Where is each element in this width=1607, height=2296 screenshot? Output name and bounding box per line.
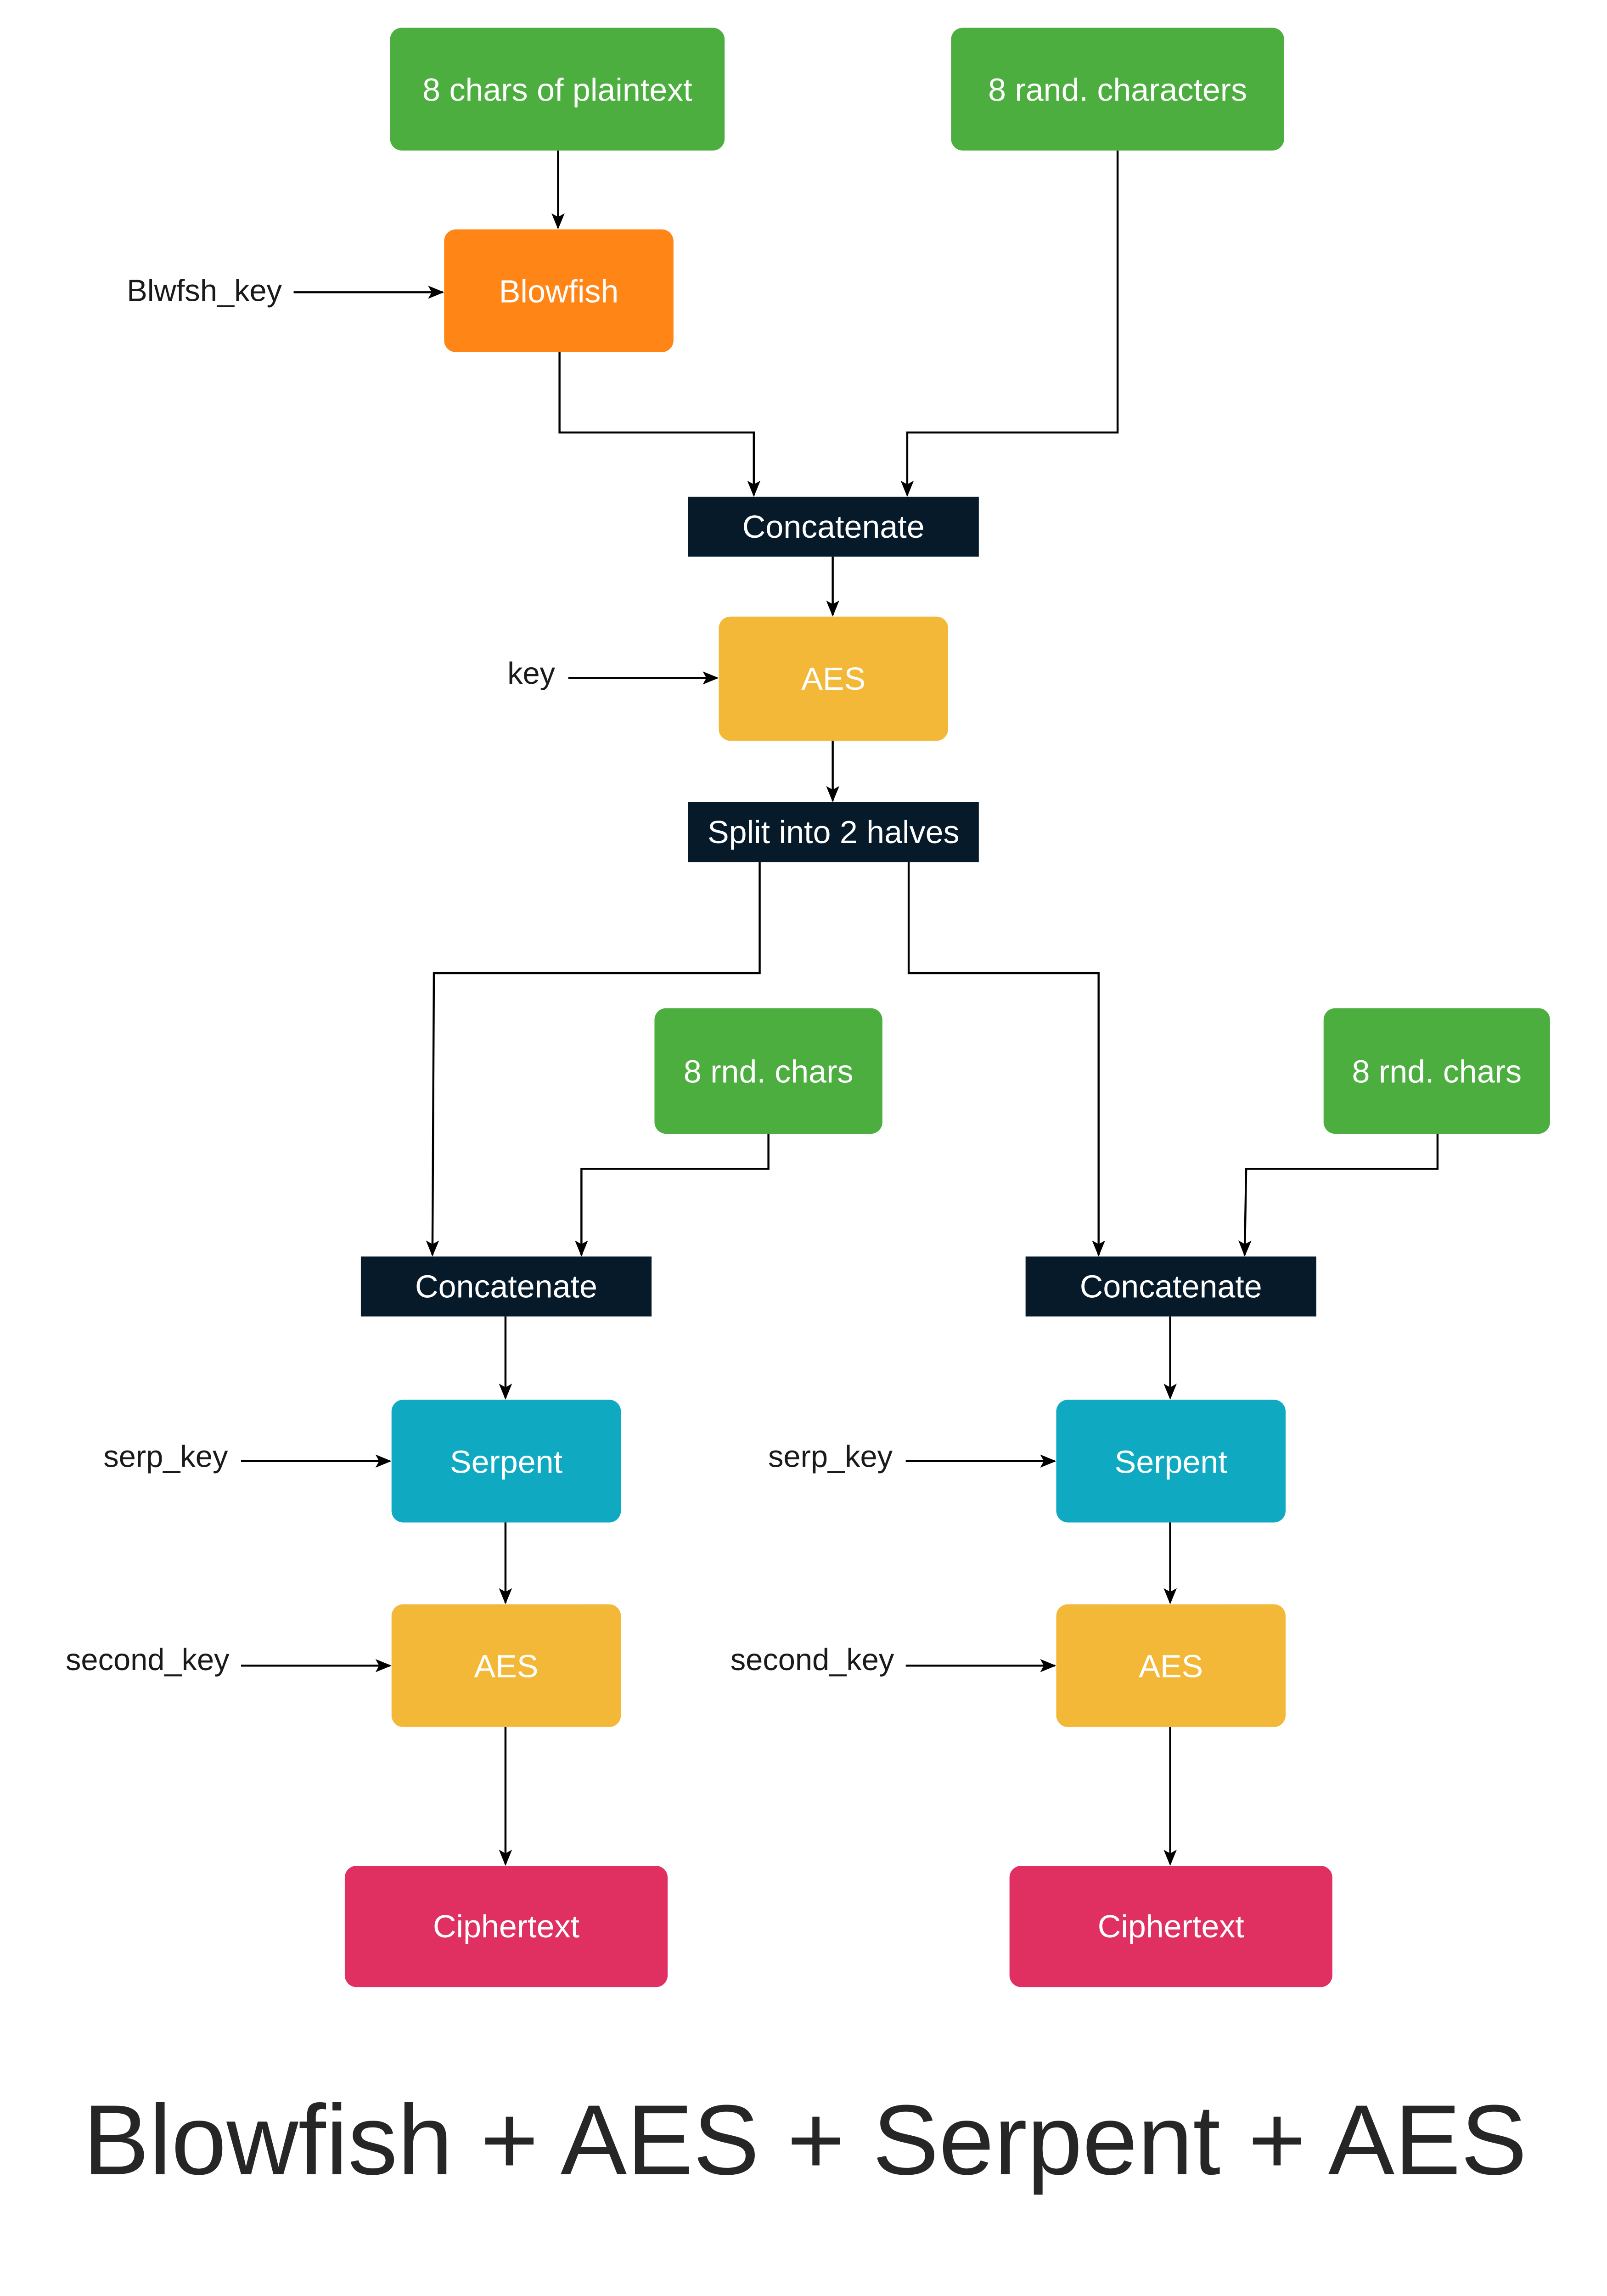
right-aes-node: AES (1056, 1604, 1286, 1727)
right-concatenate-label: Concatenate (1080, 1268, 1262, 1304)
arrow-split-to-left-concatenate (426, 862, 761, 1257)
aes-top-box (719, 616, 948, 741)
left-serp-key-label: serp_key (103, 1440, 228, 1474)
blowfish-label: Blowfish (499, 274, 619, 310)
left-aes-label: AES (474, 1649, 538, 1684)
left-serpent-node: Serpent (391, 1400, 621, 1523)
left-serpent-box (391, 1400, 621, 1523)
left-aes-box (391, 1604, 621, 1727)
concatenate-top-node: Concatenate (688, 496, 979, 557)
connectors (241, 150, 1439, 1866)
right-second-key-label: second_key (730, 1643, 894, 1677)
left-second-key-label: second_key (66, 1643, 230, 1677)
split-node: Split into 2 halves (688, 802, 979, 862)
right-ciphertext-box (1009, 1866, 1332, 1987)
left-rnd-chars-label: 8 rnd. chars (684, 1054, 854, 1090)
left-aes-node: AES (391, 1604, 621, 1727)
aes-top-label: AES (801, 661, 865, 697)
right-serpent-node: Serpent (1056, 1400, 1286, 1523)
right-rnd-chars-label: 8 rnd. chars (1352, 1054, 1522, 1090)
split-box (688, 802, 979, 862)
right-branch: 8 rnd. chars Concatenate Serpent serp_ke… (730, 1008, 1550, 1987)
arrow-rand-chars-to-concatenate (900, 150, 1119, 497)
right-ciphertext-node: Ciphertext (1009, 1866, 1332, 1987)
plaintext-label: 8 chars of plaintext (422, 72, 692, 108)
arrow-blowfish-to-concatenate (558, 352, 761, 497)
left-concatenate-label: Concatenate (415, 1268, 597, 1304)
right-aes-box (1056, 1604, 1286, 1727)
rand-chars-label: 8 rand. characters (988, 72, 1247, 108)
right-concatenate-box (1025, 1256, 1316, 1317)
plaintext-box (390, 28, 725, 151)
right-aes-label: AES (1139, 1649, 1203, 1684)
left-ciphertext-box (344, 1866, 668, 1987)
right-rnd-chars-node: 8 rnd. chars (1323, 1008, 1550, 1134)
concatenate-top-box (688, 496, 979, 557)
right-concatenate-node: Concatenate (1025, 1256, 1316, 1317)
right-rnd-chars-box (1323, 1008, 1550, 1134)
arrow-split-to-right-concatenate (907, 862, 1106, 1257)
left-ciphertext-label: Ciphertext (433, 1908, 579, 1944)
diagram-title: Blowfish + AES + Serpent + AES (83, 2084, 1527, 2195)
left-ciphertext-node: Ciphertext (344, 1866, 668, 1987)
right-serp-key-label: serp_key (768, 1440, 893, 1474)
left-rnd-chars-node: 8 rnd. chars (654, 1008, 882, 1134)
arrow-left-rnd-chars-to-concatenate (575, 1134, 770, 1257)
arrow-right-rnd-chars-to-concatenate (1238, 1134, 1439, 1257)
rand-chars-box (951, 28, 1284, 151)
left-concatenate-node: Concatenate (360, 1256, 652, 1317)
plaintext-node: 8 chars of plaintext (390, 28, 725, 151)
left-rnd-chars-box (654, 1008, 882, 1134)
left-branch: 8 rnd. chars Concatenate Serpent serp_ke… (66, 1008, 882, 1987)
concatenate-top-label: Concatenate (742, 509, 925, 545)
aes-top-node: AES (719, 616, 948, 741)
left-concatenate-box (360, 1256, 652, 1317)
rand-chars-node: 8 rand. characters (951, 28, 1284, 151)
right-ciphertext-label: Ciphertext (1098, 1908, 1244, 1944)
right-serpent-box (1056, 1400, 1286, 1523)
blowfish-node: Blowfish (444, 229, 674, 352)
left-serpent-label: Serpent (450, 1444, 562, 1480)
aes-key-label: key (507, 657, 556, 691)
right-serpent-label: Serpent (1115, 1444, 1227, 1480)
split-label: Split into 2 halves (708, 814, 960, 850)
blowfish-key-label: Blwfsh_key (127, 274, 282, 308)
blowfish-box (444, 229, 674, 352)
